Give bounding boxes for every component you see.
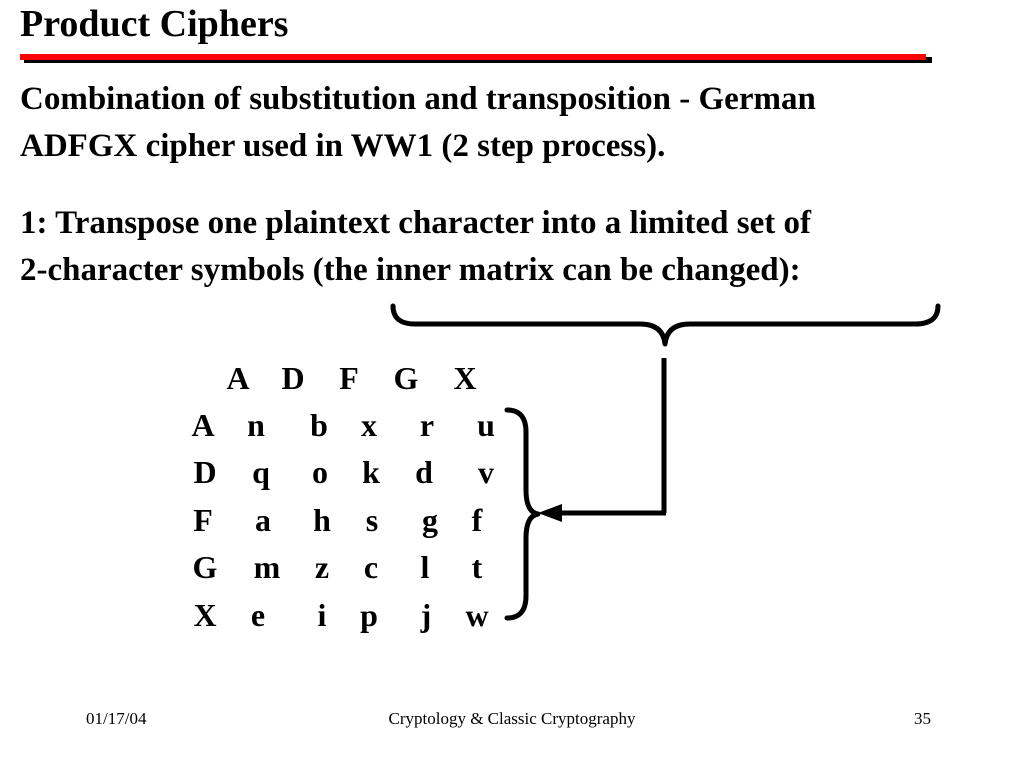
matrix-cell: g xyxy=(422,502,438,538)
footer-course-title: Cryptology & Classic Cryptography xyxy=(388,709,636,728)
row-header-f: F xyxy=(193,502,213,538)
matrix-cell: v xyxy=(478,454,494,490)
title-underline xyxy=(20,54,932,63)
row-header-x: X xyxy=(193,597,217,633)
matrix-cell: l xyxy=(420,549,430,585)
row-header-d: D xyxy=(193,454,217,490)
matrix-cell: x xyxy=(361,407,377,443)
matrix-cell: m xyxy=(253,549,281,585)
matrix-cell: f xyxy=(471,502,483,538)
matrix-cell: d xyxy=(415,454,433,490)
matrix-cell: s xyxy=(365,502,379,538)
matrix-cell: j xyxy=(420,597,432,633)
matrix-cell: p xyxy=(360,597,378,633)
row-header-g: G xyxy=(192,549,218,585)
footer-page-number: 35 xyxy=(914,709,931,728)
matrix-cell: n xyxy=(247,407,265,443)
column-header-d: D xyxy=(281,360,305,396)
matrix-cell: u xyxy=(477,407,495,443)
intro-line-2: ADFGX cipher used in WW1 (2 step process… xyxy=(20,128,666,164)
column-header-x: X xyxy=(453,360,477,396)
row-header-a: A xyxy=(191,407,215,443)
step-1-paragraph: 1: Transpose one plaintext character int… xyxy=(20,200,811,294)
matrix-cell: q xyxy=(252,454,270,490)
matrix-cell: w xyxy=(465,597,489,633)
matrix-cell: c xyxy=(363,549,379,585)
matrix-cell: o xyxy=(312,454,328,490)
matrix-cell: a xyxy=(255,502,271,538)
matrix-cell: e xyxy=(250,597,266,633)
column-header-f: F xyxy=(339,360,359,396)
column-header-g: G xyxy=(393,360,419,396)
column-header-a: A xyxy=(226,360,250,396)
footer-date: 01/17/04 xyxy=(86,709,147,728)
step-1-line-2: 2-character symbols (the inner matrix ca… xyxy=(20,252,801,288)
intro-line-1: Combination of substitution and transpos… xyxy=(20,81,816,117)
matrix-cell: b xyxy=(310,407,328,443)
matrix-cell: k xyxy=(362,454,380,490)
matrix-cell: i xyxy=(317,597,327,633)
slide-title: Product Ciphers xyxy=(20,3,289,45)
matrix-cell: h xyxy=(313,502,331,538)
intro-paragraph: Combination of substitution and transpos… xyxy=(20,76,816,170)
matrix-cell: t xyxy=(471,549,483,585)
matrix-cell: z xyxy=(314,549,330,585)
matrix-cell: r xyxy=(419,407,435,443)
step-1-line-1: 1: Transpose one plaintext character int… xyxy=(20,205,812,241)
